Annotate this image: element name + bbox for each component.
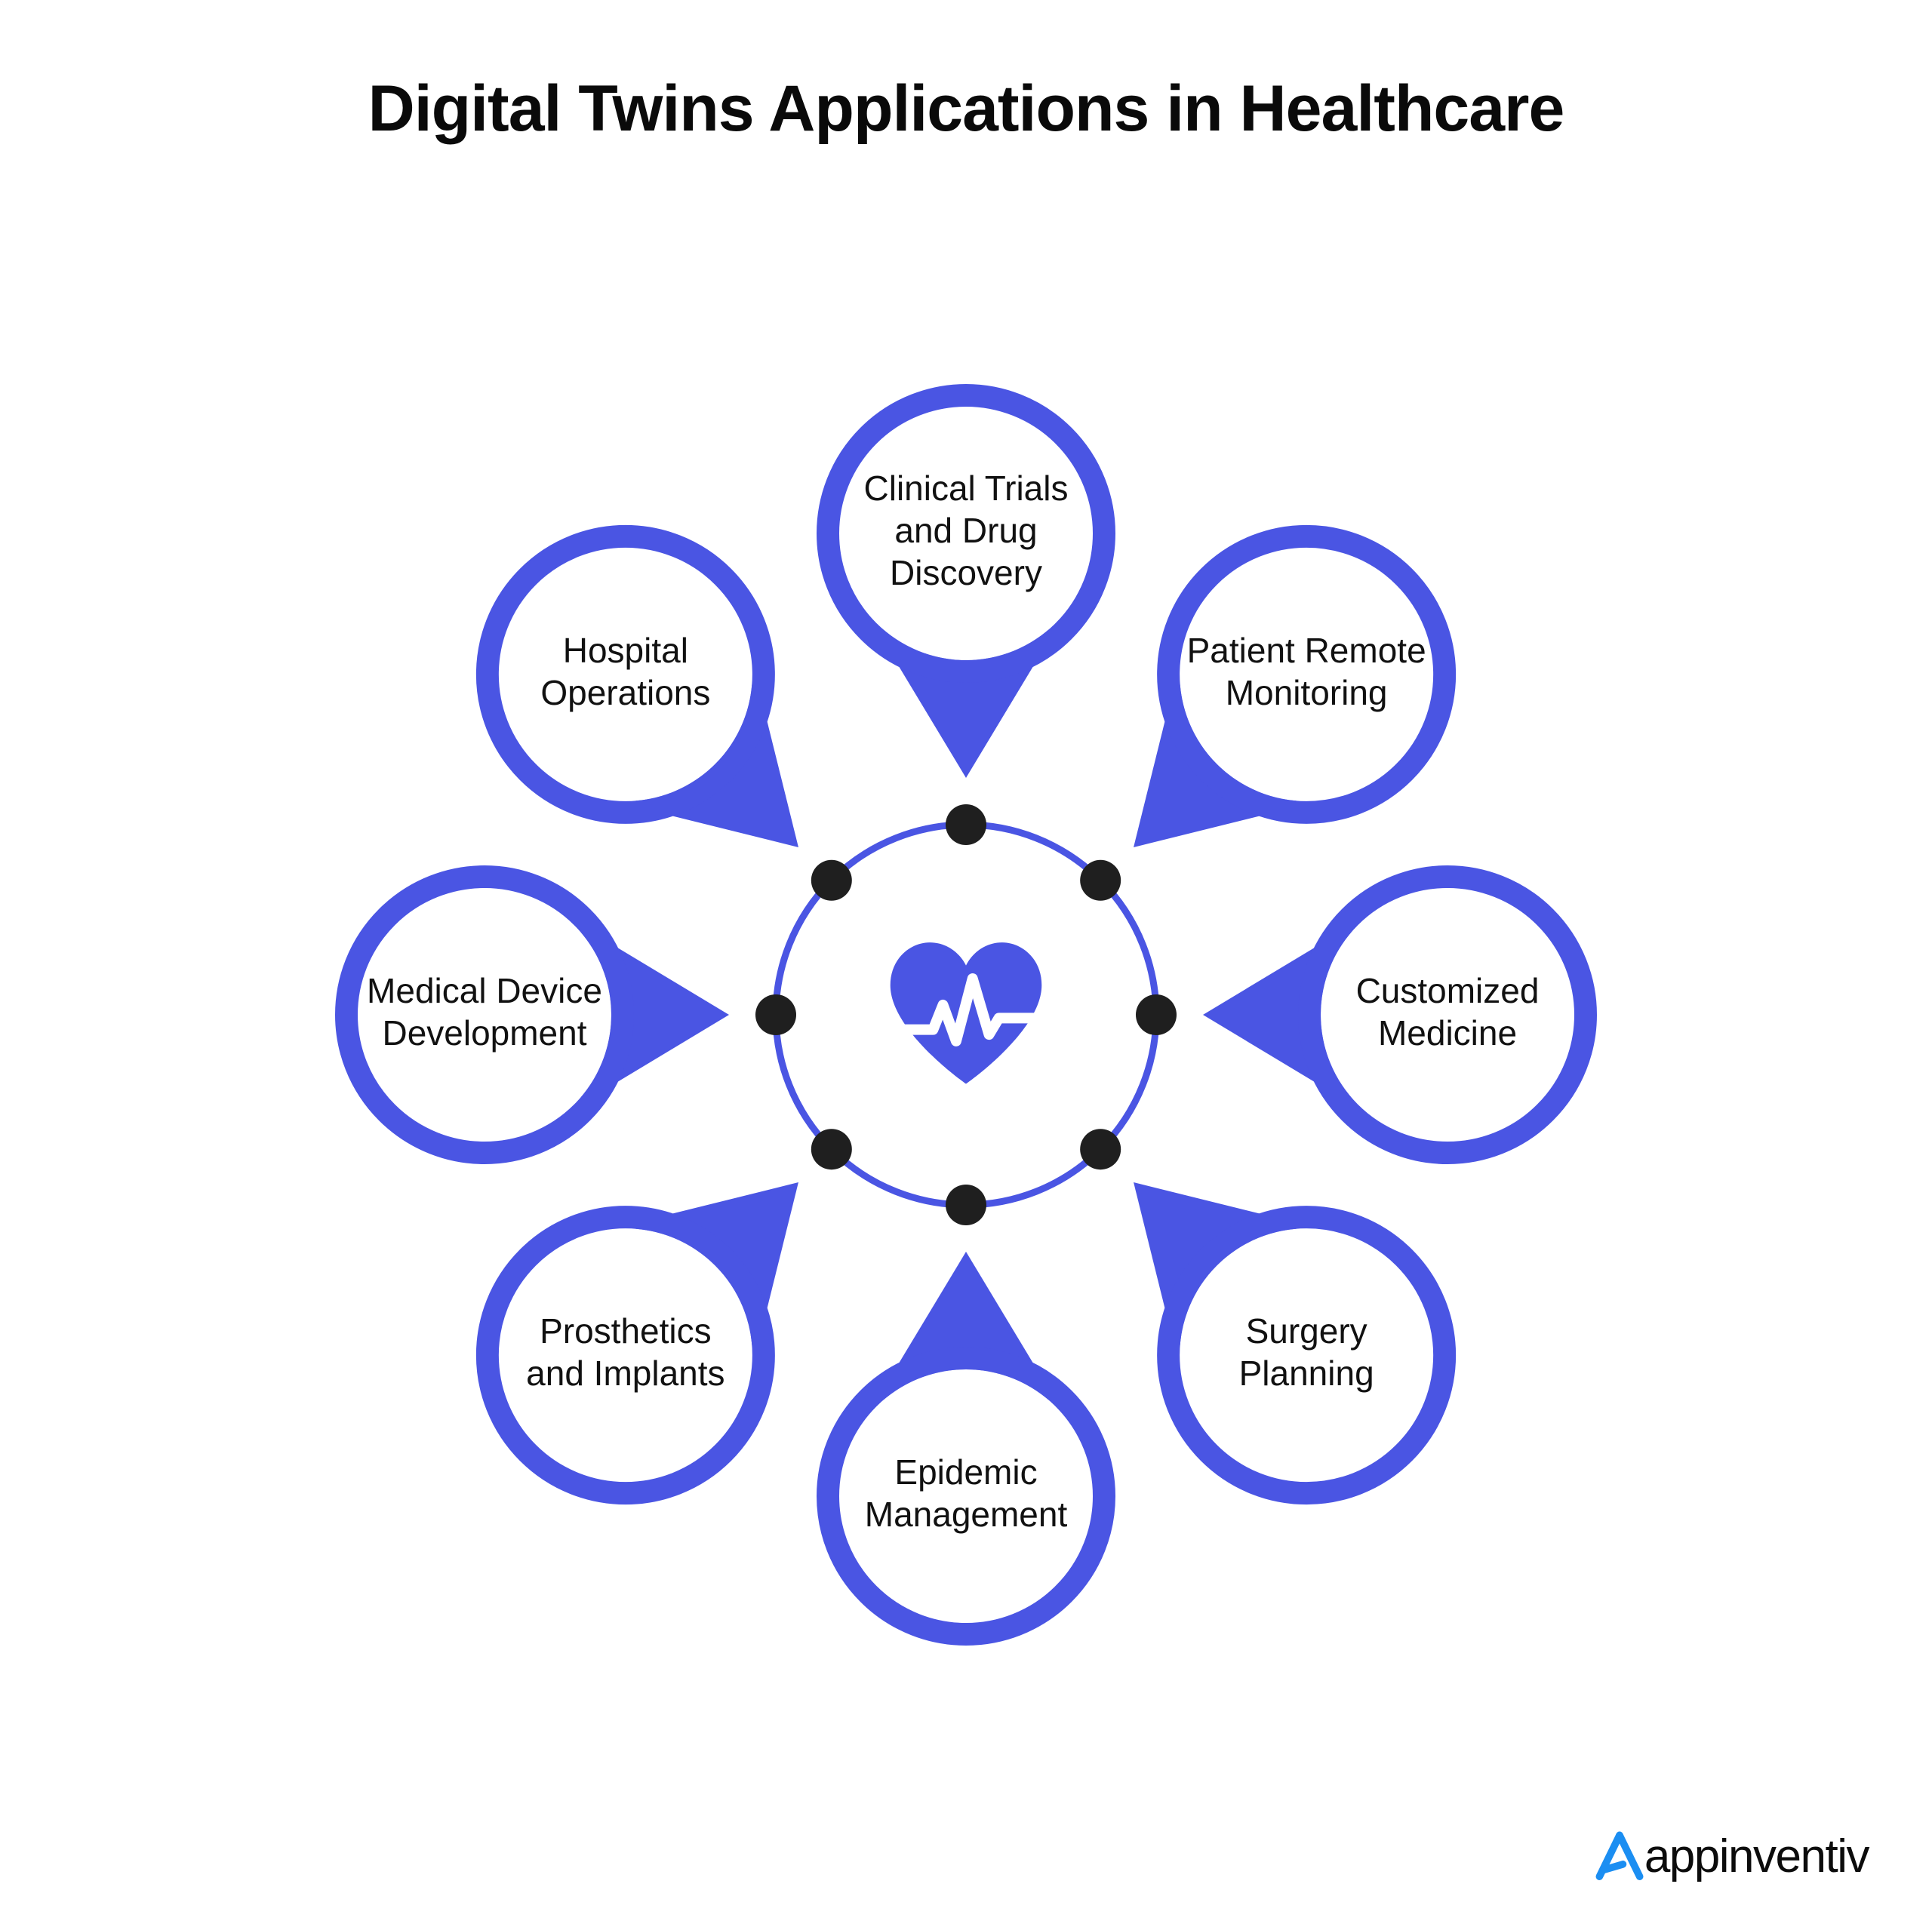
node-label-line: Management (865, 1495, 1068, 1534)
node-ring-clinical-trials[interactable] (817, 384, 1115, 683)
node-label-line: Epidemic (894, 1452, 1037, 1492)
page-title: Digital Twins Applications in Healthcare (368, 72, 1565, 145)
inner-ring-dot (946, 1185, 986, 1225)
appinventiv-wordmark: appinventiv (1644, 1830, 1870, 1882)
inner-ring-dot (811, 859, 852, 901)
node-label-line: Clinical Trials (864, 469, 1069, 508)
node-disc (358, 888, 611, 1142)
node-label-line: Medical Device (367, 971, 602, 1010)
appinventiv-a-mark (1595, 1831, 1644, 1880)
node-disc (1321, 888, 1574, 1142)
node-label-line: Medicine (1378, 1013, 1517, 1053)
appinventiv-logo[interactable]: appinventiv (1592, 1827, 1879, 1883)
node-label-line: Discovery (890, 553, 1042, 592)
node-ring-hospital-ops[interactable] (475, 524, 775, 824)
inner-ring-dot (946, 804, 986, 845)
node-label-line: Patient Remote (1187, 631, 1426, 670)
node-label-line: Development (382, 1013, 586, 1053)
inner-ring-dot (811, 1129, 852, 1170)
node-ring-epidemic[interactable] (817, 1347, 1115, 1646)
inner-ring-dot (1080, 1129, 1121, 1170)
node-disc (1180, 1228, 1434, 1483)
node-label-line: Customized (1356, 971, 1540, 1010)
node-ring-patient-remote[interactable] (1157, 524, 1457, 824)
node-label-line: Planning (1239, 1354, 1374, 1393)
node-ring-medical-device[interactable] (335, 865, 634, 1164)
node-label-line: Hospital (563, 631, 688, 670)
node-ring-prosthetics[interactable] (475, 1206, 775, 1505)
inner-ring-dot (1080, 859, 1121, 901)
heart-pulse-icon (881, 942, 1051, 1084)
node-ring-surgery-planning[interactable] (1157, 1206, 1457, 1505)
inner-ring-dot (1136, 994, 1177, 1035)
node-label-line: Prosthetics (540, 1311, 712, 1351)
inner-dot-layer (755, 804, 1177, 1225)
outer-node-layer (335, 384, 1597, 1646)
node-label-line: Monitoring (1226, 673, 1388, 712)
node-ring-customized[interactable] (1298, 865, 1597, 1164)
node-disc (839, 407, 1093, 660)
node-disc (839, 1369, 1093, 1623)
node-disc (1180, 547, 1434, 801)
node-disc (498, 547, 752, 801)
inner-ring-dot (755, 994, 796, 1035)
node-label-line: and Implants (526, 1354, 724, 1393)
node-disc (498, 1228, 752, 1483)
node-label-line: and Drug (894, 511, 1037, 550)
node-label-line: Operations (540, 673, 710, 712)
node-label-line: Surgery (1246, 1311, 1367, 1351)
